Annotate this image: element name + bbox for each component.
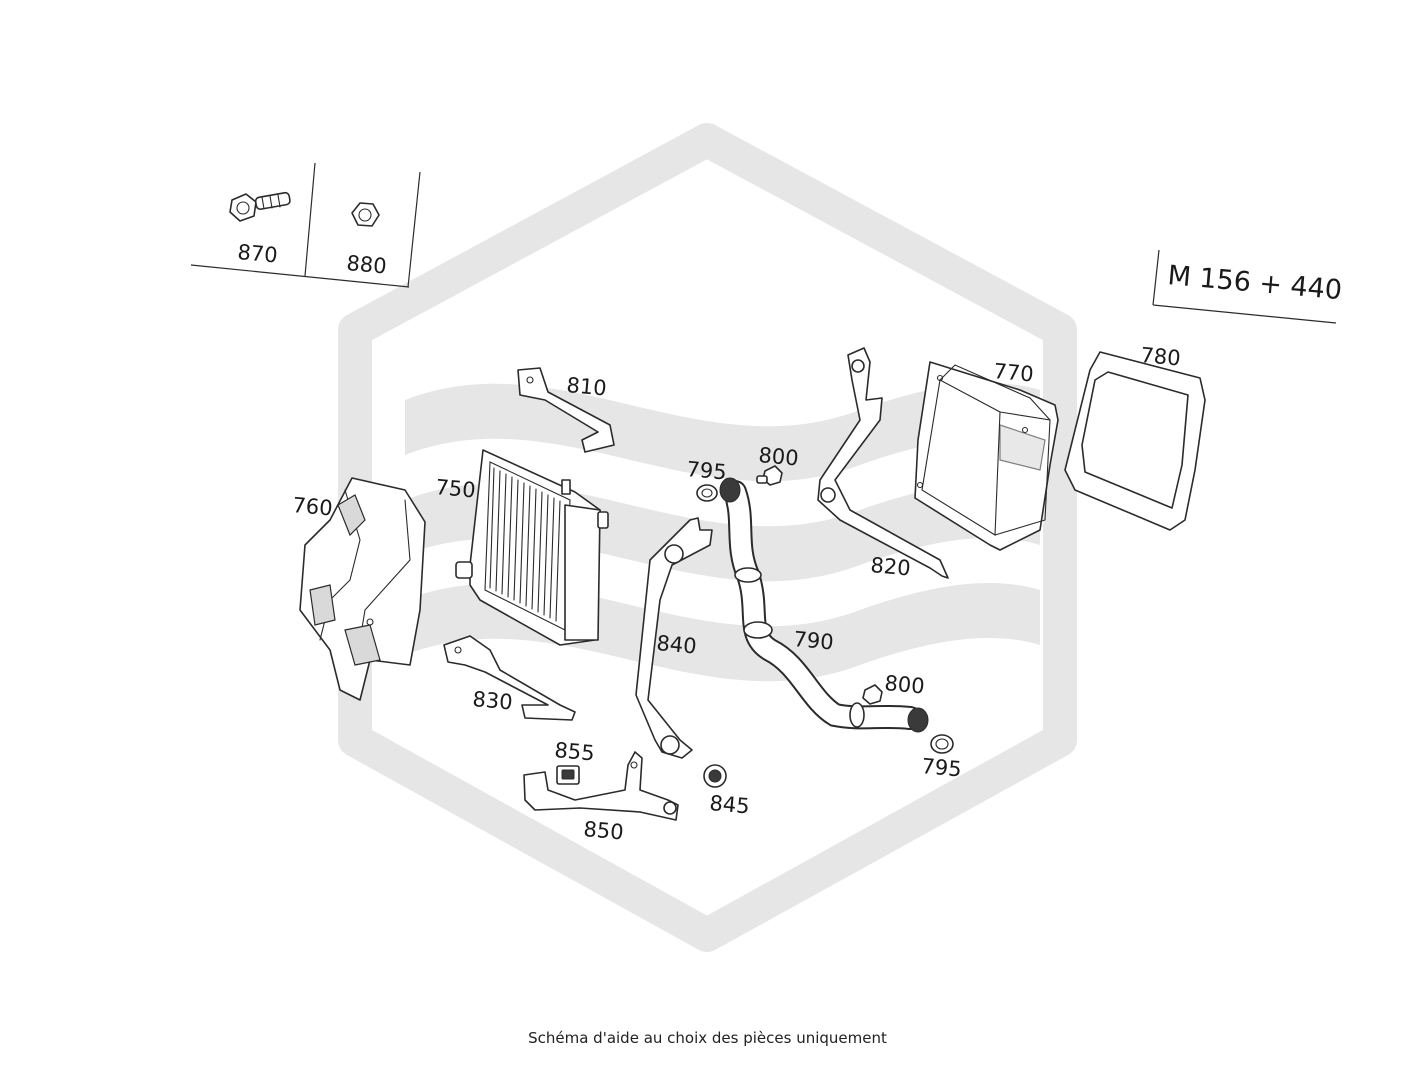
radiator-fin [543,494,549,616]
radiator-fin [519,482,525,604]
label-795-upper[interactable]: 795 [686,457,728,484]
label-770[interactable]: 770 [993,359,1035,386]
label-780[interactable]: 780 [1140,343,1182,370]
radiator-fin [513,479,519,601]
nut-880-icon[interactable] [351,202,380,227]
grommet-845[interactable] [703,764,727,788]
bolt-800-upper[interactable] [756,465,783,486]
shroud-770[interactable] [914,361,1059,551]
radiator-750[interactable] [455,449,609,646]
radiator-fin [549,497,555,619]
bracket-820[interactable] [817,347,949,579]
label-870[interactable]: 870 [237,240,279,267]
hose-790[interactable] [719,477,929,733]
label-880[interactable]: 880 [346,251,388,278]
bracket-810[interactable] [517,367,615,453]
radiator-fin [489,467,495,589]
label-850[interactable]: 850 [583,817,625,844]
label-820[interactable]: 820 [870,553,912,580]
label-795-lower[interactable]: 795 [921,754,963,781]
label-800-upper[interactable]: 800 [758,443,800,470]
radiator-fin [495,470,501,592]
bolt-870-icon[interactable] [229,191,291,222]
fastener-box [190,162,421,288]
radiator-fin [501,473,507,595]
radiator-fin [555,500,561,622]
bracket-840[interactable] [635,517,713,759]
label-790[interactable]: 790 [793,627,835,654]
label-845[interactable]: 845 [709,791,751,818]
air-duct-760[interactable] [299,477,426,701]
label-810[interactable]: 810 [566,373,608,400]
label-840[interactable]: 840 [656,631,698,658]
label-760[interactable]: 760 [292,493,334,520]
label-830[interactable]: 830 [472,687,514,714]
model-box [1152,249,1337,324]
seal-795-lower[interactable] [930,734,954,754]
label-800-lower[interactable]: 800 [884,671,926,698]
bracket-830[interactable] [443,635,576,721]
clip-855[interactable] [556,765,580,785]
bolt-800-lower[interactable] [862,684,883,705]
bracket-850[interactable] [523,751,679,821]
radiator-fin [507,476,513,598]
caption: Schéma d'aide au choix des pièces unique… [528,1029,887,1047]
model-label: M 156 + 440 [1166,260,1343,306]
radiator-fin [531,488,537,610]
radiator-fin [537,491,543,613]
label-750[interactable]: 750 [435,475,477,502]
seal-795-upper[interactable] [696,484,718,502]
seal-frame-780[interactable] [1064,351,1206,531]
label-855[interactable]: 855 [554,738,596,765]
radiator-fin [525,485,531,607]
